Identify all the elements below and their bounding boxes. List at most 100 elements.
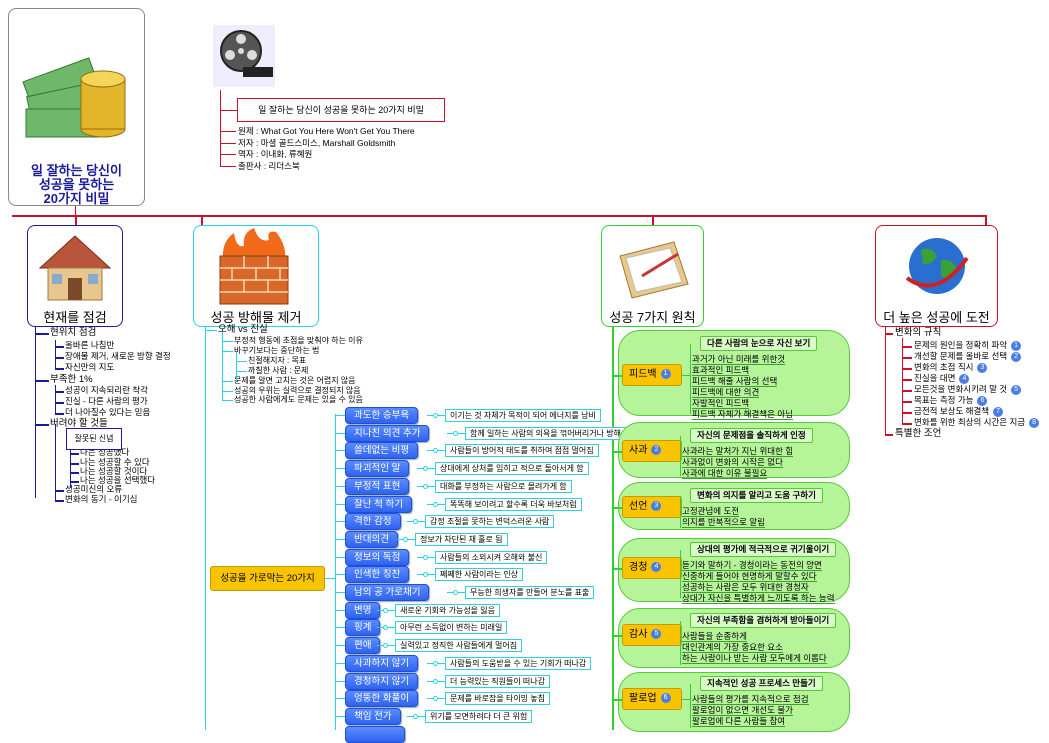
principle-line: 사람들을 순종하게 <box>682 631 747 642</box>
connector <box>325 578 335 579</box>
check-item[interactable]: 진실 - 다른 사람의 평가 <box>65 396 148 406</box>
check-item[interactable]: 자신만의 지도 <box>65 362 115 372</box>
branch-challenge-node[interactable]: 더 높은 성공에 도전 <box>875 225 998 327</box>
connector-dot <box>433 678 438 684</box>
check-item[interactable]: 나는 성공을 선택했다 <box>80 475 156 485</box>
habit-button[interactable]: 책임 전가 <box>345 707 401 725</box>
check-item[interactable]: 나는 성공했다 <box>80 447 130 457</box>
remove-item[interactable]: 바꾸기보다는 중단하는 법 <box>234 346 320 355</box>
habit-button[interactable]: 정보의 독점 <box>345 548 410 566</box>
connector <box>220 131 236 132</box>
habit-button[interactable]: 변명 <box>345 601 381 619</box>
check-item[interactable]: 나는 성공할 것이다 <box>80 466 148 476</box>
remove-item[interactable]: 친절해지자 : 목표 <box>248 356 307 365</box>
connector-dot <box>423 483 428 489</box>
connector <box>55 402 64 404</box>
habit-button[interactable]: 반대의견 <box>345 530 398 548</box>
branch-remove-label: 성공 방해물 제거 <box>210 310 302 325</box>
connector <box>335 468 345 470</box>
remove-item[interactable]: 성공의 우위는 실력으로 결정되지 않음 <box>234 386 361 395</box>
principle-header: 자신의 부족함을 겸허하게 받아들이기 <box>690 613 837 628</box>
remove-item[interactable]: 문제를 알면 고치는 것은 어렵지 않음 <box>234 376 356 385</box>
habit-button[interactable]: 편애 <box>345 637 381 655</box>
habit-button[interactable]: 파괴적인 말 <box>345 460 410 478</box>
habit-button[interactable]: 과도한 승부욕 <box>345 407 419 424</box>
habit-button[interactable]: 남의 공 가로채기 <box>345 584 430 601</box>
check-item[interactable]: 성공미신의 오류 <box>65 484 123 494</box>
connector <box>335 609 345 611</box>
rule-text: 진실을 대면 <box>914 373 956 383</box>
connector <box>335 521 345 523</box>
remove-item[interactable]: 부정적 행동에 초점을 맞춰야 하는 이유 <box>234 336 363 345</box>
connector <box>335 662 345 664</box>
rules-label[interactable]: 변화의 규칙 <box>895 327 942 338</box>
habit-button[interactable]: 인색한 칭찬 <box>345 566 410 584</box>
book-title-box[interactable]: 일 잘하는 당신이 성공을 못하는 20가지 비밀 <box>237 98 445 122</box>
connector <box>35 380 49 382</box>
branch-check-node[interactable]: 현재를 점검 <box>27 225 123 327</box>
check-item[interactable]: 버려야 할 것들 <box>50 418 108 429</box>
check-item[interactable]: 더 나아질수 있다는 믿음 <box>65 407 151 417</box>
connector <box>222 351 233 352</box>
habits-node[interactable]: 성공을 가로막는 20가지 <box>210 566 325 591</box>
habit-button[interactable]: 부정적 표현 <box>345 477 410 495</box>
number-badge-icon: 6 <box>660 693 671 704</box>
remove-item[interactable]: 성공한 사람에게도 문제는 있을 수 있음 <box>234 395 363 404</box>
habit-button[interactable] <box>345 726 405 743</box>
branch-check-label: 현재를 점검 <box>43 310 107 325</box>
habit-button[interactable]: 핑계 <box>345 619 381 637</box>
rule-text: 금전적 보상도 해결책 <box>914 406 990 416</box>
connector-dot <box>383 625 388 631</box>
remove-item[interactable]: 까칠한 사람 : 문제 <box>248 366 309 375</box>
principle-name: 감사 <box>629 629 648 640</box>
remove-item[interactable]: 오해 vs 진실 <box>218 324 268 335</box>
principle-line: 과거가 아닌 미래를 위한것 <box>692 354 786 365</box>
connector <box>220 165 236 167</box>
main-trunk-line <box>12 215 987 217</box>
root-node[interactable]: 일 잘하는 당신이 성공을 못하는 20가지 비밀 <box>8 8 145 206</box>
check-item[interactable]: 나는 성공할 수 있다 <box>80 457 150 467</box>
connector <box>612 451 622 453</box>
advice-label[interactable]: 특별한 조언 <box>895 428 942 439</box>
habit-description: 사람들의 도움받을 수 있는 기회가 떠나감 <box>445 656 592 670</box>
habit-button[interactable]: 경청하지 않기 <box>345 672 419 690</box>
habit-button[interactable]: 잘난 척 하기 <box>345 495 412 513</box>
check-item[interactable]: 부족한 1% <box>50 374 93 385</box>
connector <box>35 424 49 426</box>
check-item[interactable]: 올바른 나침반 <box>65 340 115 350</box>
belief-box[interactable]: 잘못된 신념 <box>66 428 122 450</box>
habit-button[interactable]: 격한 감정 <box>345 513 401 531</box>
habit-button[interactable]: 지나친 의견 추가 <box>345 424 430 442</box>
connector-dot <box>413 713 418 719</box>
check-item[interactable]: 변화의 동기 - 이기심 <box>65 494 138 504</box>
habit-button[interactable]: 사과하지 않기 <box>345 654 419 672</box>
branch-principles-node[interactable]: 성공 7가지 원칙 <box>601 225 704 327</box>
branch-remove-node[interactable]: 성공 방해물 제거 <box>193 225 319 327</box>
connector <box>902 338 903 424</box>
check-item[interactable]: 장애물 제거, 새로운 방향 결정 <box>65 351 171 361</box>
connector <box>222 391 233 392</box>
habit-button[interactable]: 엉뚱한 화풀이 <box>345 690 419 708</box>
habit-button[interactable]: 쓸데없는 비평 <box>345 442 419 460</box>
check-item[interactable]: 성공이 지속되리란 착각 <box>65 385 148 395</box>
connector <box>902 379 912 381</box>
number-badge-icon: 3 <box>651 501 662 512</box>
connector <box>35 333 49 335</box>
connector <box>335 715 345 717</box>
connector <box>222 381 233 382</box>
check-item[interactable]: 현위치 점검 <box>50 327 97 338</box>
